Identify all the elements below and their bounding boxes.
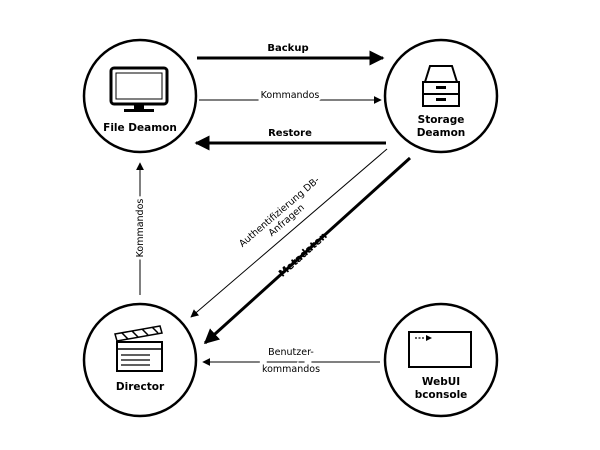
webui-label-line2: bconsole	[415, 389, 468, 401]
terminal-window-icon	[408, 331, 472, 368]
edge-label-kommandos-dir-fd: Kommandos	[135, 199, 146, 258]
director-node: Director	[82, 302, 198, 418]
edge-kommandos-fd-sd: Kommandos	[199, 87, 382, 104]
storage-daemon-node: Storage Deamon	[383, 38, 499, 154]
webui-label-line1: WebUI	[422, 376, 460, 388]
edge-authentifizierung: Authentifizierung DB- Anfragen	[190, 148, 388, 318]
file-daemon-node: File Deamon	[82, 38, 198, 154]
webui-node: WebUI bconsole	[383, 302, 499, 418]
clapperboard-icon	[114, 325, 163, 372]
monitor-icon	[109, 66, 169, 112]
storage-daemon-label-line2: Deamon	[417, 127, 466, 139]
storage-daemon-label-line1: Storage	[418, 114, 465, 126]
edge-label-metadaten: Metadaten	[277, 231, 330, 280]
edge-label-auth-line1: Authentifizierung DB-	[237, 175, 322, 250]
edge-benutzerkommandos: Benutzer- kommandos	[202, 344, 380, 378]
edge-label-backup: Backup	[267, 43, 308, 54]
edge-label-restore: Restore	[268, 128, 312, 139]
file-daemon-label: File Deamon	[103, 122, 177, 134]
edge-label-benutzer-line1: Benutzer-	[268, 347, 314, 358]
edge-label-kommandos-fd-sd: Kommandos	[261, 90, 320, 101]
edge-label-benutzer-line2: kommandos	[262, 364, 320, 375]
edge-kommandos-dir-fd: Kommandos	[132, 162, 149, 295]
edge-backup: Backup	[197, 43, 385, 66]
director-label: Director	[116, 381, 165, 393]
storage-box-icon	[422, 65, 460, 107]
edge-restore: Restore	[194, 128, 386, 151]
